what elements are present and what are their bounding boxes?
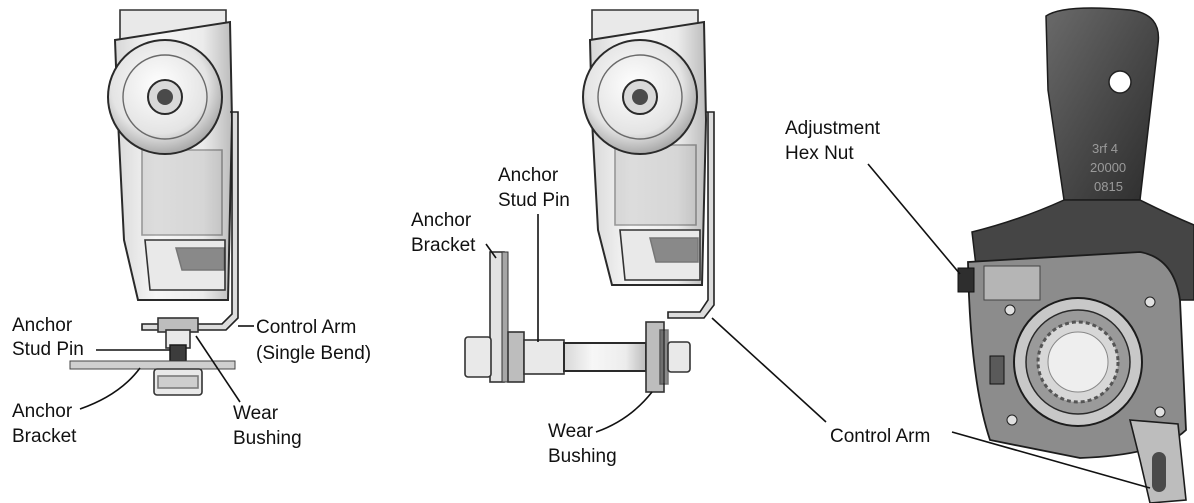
- middle-leader-control-arm: [711, 317, 827, 423]
- right-stamped-text: 3rf 4 20000 0815: [1090, 141, 1126, 194]
- left-hub-hole: [157, 89, 173, 105]
- middle-label-anchor-bracket: Anchor: [411, 210, 472, 231]
- left-body-slot: [175, 247, 225, 271]
- middle-label-anchor-stud-pin: Stud Pin: [498, 190, 570, 211]
- middle-labels: Anchor Bracket Anchor Stud Pin Wear Bush…: [411, 165, 930, 467]
- right-label-plate: [983, 265, 1041, 301]
- right-photo: 3rf 4 20000 0815: [957, 7, 1194, 503]
- right-hex-nut: [957, 267, 975, 293]
- middle-body-panel: [614, 144, 697, 226]
- middle-label-wear-bushing: Bushing: [548, 446, 617, 467]
- right-bolt: [1004, 304, 1016, 316]
- middle-left-nut: [464, 336, 492, 378]
- middle-label-wear-bushing: Wear: [548, 421, 594, 442]
- left-lower-nut-shade: [157, 375, 199, 389]
- right-leader-adjustment-hex-nut: [867, 163, 961, 275]
- middle-label-anchor-bracket: Bracket: [411, 235, 476, 256]
- left-label-anchor-bracket: Anchor: [12, 401, 73, 422]
- right-bolt: [1144, 296, 1156, 308]
- right-spline-inner: [1047, 331, 1109, 393]
- right-labels: Adjustment Hex Nut: [785, 118, 1151, 489]
- middle-anchor-bracket-edge: [501, 251, 509, 383]
- left-leader-wear-bushing: [195, 335, 241, 403]
- left-label-anchor-bracket: Bracket: [12, 426, 77, 447]
- left-label-wear-bushing: Wear: [233, 403, 279, 424]
- right-stamp-line: 0815: [1094, 179, 1123, 194]
- left-stud-pin: [169, 344, 187, 362]
- left-labels: Anchor Stud Pin Control Arm (Single Bend…: [12, 315, 371, 449]
- right-stamp-line: 20000: [1090, 160, 1126, 175]
- middle-stud-pin: [523, 339, 565, 375]
- middle-label-anchor-stud-pin: Anchor: [498, 165, 559, 186]
- middle-leader-wear-bushing: [595, 391, 653, 433]
- right-stamp-line: 3rf 4: [1092, 141, 1118, 156]
- left-hub-ring: [122, 54, 208, 140]
- middle-leader-anchor-bracket: [485, 243, 497, 259]
- middle-control-arm: [667, 111, 715, 319]
- right-link-slot: [1152, 452, 1166, 492]
- middle-body-slot: [649, 237, 699, 263]
- right-arm-tab: [1045, 7, 1160, 201]
- left-anchor-bracket-plate: [69, 360, 236, 370]
- middle-stud-shaft: [563, 342, 647, 372]
- right-label-adjustment-hex-nut: Adjustment: [785, 118, 881, 139]
- left-label-anchor-stud-pin: Anchor: [12, 315, 73, 336]
- right-arm-hole: [1108, 70, 1132, 94]
- left-body-panel: [141, 149, 223, 236]
- middle-hub-ring: [597, 54, 683, 140]
- right-label-adjustment-hex-nut: Hex Nut: [785, 143, 854, 164]
- right-side-fitting: [989, 355, 1005, 385]
- left-label-anchor-stud-pin: Stud Pin: [12, 339, 84, 360]
- left-label-control-arm: (Single Bend): [256, 343, 371, 364]
- middle-hub-hole: [632, 89, 648, 105]
- left-control-arm: [141, 111, 239, 331]
- left-leader-anchor-bracket: [79, 367, 141, 410]
- left-illustration: [69, 9, 239, 396]
- right-leader-control-arm: [951, 431, 1151, 489]
- left-label-control-arm: Control Arm: [256, 317, 356, 338]
- middle-washer: [507, 331, 525, 383]
- middle-illustration: [464, 9, 715, 393]
- right-bolt: [1006, 414, 1018, 426]
- left-label-wear-bushing: Bushing: [233, 428, 302, 449]
- middle-right-nut: [667, 341, 691, 373]
- middle-label-control-arm: Control Arm: [830, 426, 930, 447]
- middle-bushing-face: [659, 329, 669, 385]
- right-bolt: [1154, 406, 1166, 418]
